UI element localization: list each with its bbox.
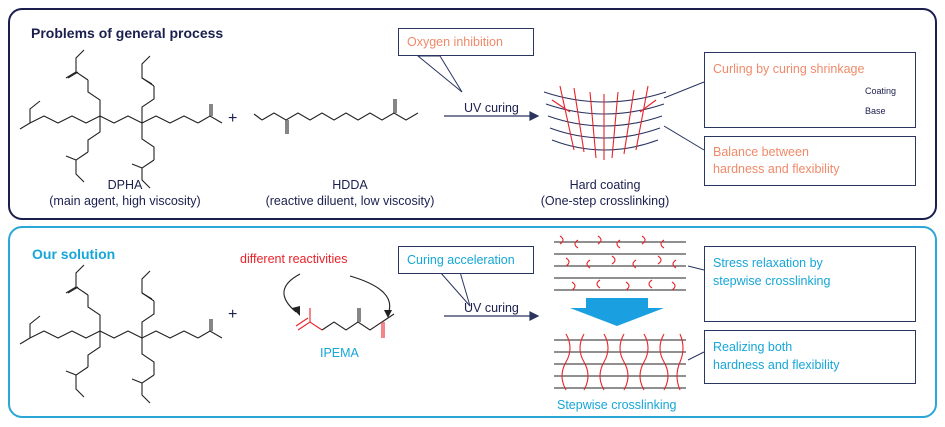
hard-coating-desc: (One-step crosslinking) xyxy=(540,194,670,208)
stage2-network xyxy=(554,333,686,391)
callout-connectors-top xyxy=(663,81,705,151)
uv-arrow-bottom xyxy=(444,311,540,321)
stepwise-down-arrow xyxy=(570,298,664,326)
dpha-name: DPHA xyxy=(107,178,143,192)
stress-line1: Stress relaxation by xyxy=(713,256,823,270)
dpha-desc: (main agent, high viscosity) xyxy=(49,194,201,208)
realize-callout: Realizing both hardness and flexibility xyxy=(704,330,916,384)
oxygen-label: Oxygen inhibition xyxy=(407,35,503,49)
curling-callout: Curling by curing shrinkage Coating Base xyxy=(704,52,916,128)
hard-coating-network xyxy=(543,85,667,160)
problems-title: Problems of general process xyxy=(31,25,224,41)
realize-line2: hardness and flexibility xyxy=(713,358,840,372)
hard-coating-name: Hard coating xyxy=(569,178,641,192)
problems-panel xyxy=(8,8,937,220)
hdda-desc: (reactive diluent, low viscosity) xyxy=(265,194,435,208)
oxygen-callout-pointer xyxy=(416,55,463,93)
solution-title: Our solution xyxy=(32,246,116,262)
plus-sign-top: + xyxy=(228,110,238,127)
stage1-network xyxy=(554,235,686,291)
curling-label: Curling by curing shrinkage xyxy=(713,62,865,76)
dpha-label: DPHA (main agent, high viscosity) xyxy=(20,177,230,209)
hdda-name: HDDA xyxy=(332,178,368,192)
uv-curing-label-bottom: UV curing xyxy=(464,301,519,315)
accel-callout: Curing acceleration xyxy=(398,246,534,274)
balance-line2: hardness and flexibility xyxy=(713,162,840,176)
base-label: Base xyxy=(865,106,886,116)
reactivity-label: different reactivities xyxy=(240,252,348,266)
ipema-label: IPEMA xyxy=(320,346,359,360)
balance-callout: Balance between hardness and flexibility xyxy=(704,136,916,186)
accel-label: Curing acceleration xyxy=(407,253,515,267)
dpha-structure xyxy=(19,49,223,189)
uv-curing-label-top: UV curing xyxy=(464,101,519,115)
balance-line1: Balance between xyxy=(713,145,809,159)
oxygen-callout: Oxygen inhibition xyxy=(398,28,534,56)
stress-callout: Stress relaxation by stepwise crosslinki… xyxy=(704,246,916,322)
ipema-structure xyxy=(283,273,395,338)
coating-label: Coating xyxy=(865,86,897,96)
uv-arrow-top xyxy=(444,111,540,121)
stress-line2: stepwise crosslinking xyxy=(713,274,831,288)
dpha-structure-bottom xyxy=(19,264,223,404)
plus-sign-bottom: + xyxy=(228,306,238,323)
hard-coating-label: Hard coating (One-step crosslinking) xyxy=(530,177,680,209)
callout-connectors-bottom xyxy=(687,265,705,361)
realize-line1: Realizing both xyxy=(713,340,793,354)
stepwise-label: Stepwise crosslinking xyxy=(557,398,677,412)
hdda-label: HDDA (reactive diluent, low viscosity) xyxy=(240,177,460,209)
solution-panel xyxy=(8,226,937,418)
hdda-structure xyxy=(253,99,419,134)
